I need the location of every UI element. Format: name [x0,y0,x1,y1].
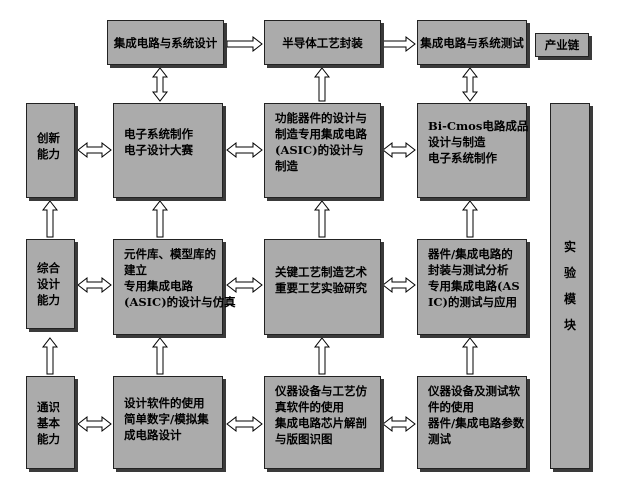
box-line: 专用集成电路 [124,279,193,293]
box-line: 简单数字/模拟集 [124,412,209,426]
arrow-up-row2-row1-ability [41,200,59,238]
comprehensive-ability-box: 综合 设计 能力 [26,239,75,329]
experiment-char: 块 [563,318,576,332]
key-process-box: 关键工艺制造艺术 重要工艺实验研究 [264,239,381,335]
arrow-basic-row3 [77,415,112,433]
box-line: 集成电路芯片解剖 [275,416,367,430]
industry-chain-label: 产业链 [544,38,580,52]
industry-chain-box: 产业链 [535,33,589,57]
box-line: 制造 [275,159,298,173]
experiment-char: 验 [563,266,576,280]
box-line: 器件/集成电路的 [428,247,513,261]
arrow-test-row1 [461,67,479,102]
box-line: Bi-Cmos电路成品 [428,119,529,133]
box-line: 专用集成电路(AS [428,279,520,293]
experiment-char: 实 [563,240,576,254]
arrow-packaging-to-test [382,35,416,53]
arrow-up-row3-row2-col1 [151,337,169,375]
box-line: (ASIC)的设计与 [275,143,364,157]
arrow-up-row3-row2-ability [41,337,59,375]
innovation-ability-box: 创新 能力 [26,103,75,198]
box-line: 器件/集成电路参数 [428,416,525,430]
box-line: 制造专用集成电路 [275,127,367,141]
basic-ability-box: 通识 基本 能力 [26,376,75,469]
innovation-line: 创新 [37,131,60,145]
box-line: 电子设计大赛 [124,143,193,157]
arrow-up-row3-row2-col2 [313,337,331,375]
box-line: 关键工艺制造艺术 [275,265,367,279]
basic-line: 能力 [37,432,60,446]
electronic-system-box: 电子系统制作 电子设计大赛 [113,103,223,198]
box-line: 建立 [124,263,147,277]
box-line: 重要工艺实验研究 [275,281,367,295]
box-line: 与版图识图 [275,432,333,446]
arrow-design-row1 [151,67,169,102]
box-line: IC)的测试与应用 [428,295,517,309]
box-line: 封装与测试分析 [428,263,509,277]
test-software-box: 仪器设备及测试软 件的使用 器件/集成电路参数 测试 [417,376,527,469]
arrow-up-row2-row1-col2 [313,200,331,238]
arrow-row1-col1-col2 [226,141,263,159]
component-library-box: 元件库、模型库的 建立 专用集成电路 (ASIC)的设计与仿真 [113,239,236,335]
box-line: 件的使用 [428,400,474,414]
box-line: 设计与制造 [428,135,486,149]
arrow-up-row3-row2-col3 [461,337,479,375]
basic-line: 基本 [37,416,60,430]
packaging-test-box: 器件/集成电路的 封装与测试分析 专用集成电路(AS IC)的测试与应用 [417,239,527,335]
arrow-row3-col1-col2 [226,415,263,433]
box-line: 测试 [428,432,451,446]
comprehensive-line: 综合 [37,261,60,275]
box-line: 仪器设备及测试软 [428,384,520,398]
box-line: 真软件的使用 [275,400,344,414]
ic-system-design-box: 集成电路与系统设计 [107,20,224,65]
ic-system-design-label: 集成电路与系统设计 [113,35,218,50]
arrow-row3-col2-col3 [382,415,416,433]
box-line: 仪器设备与工艺仿 [275,384,367,398]
semiconductor-packaging-box: 半导体工艺封装 [264,20,381,65]
experiment-module-box: 实 验 模 块 [550,103,590,469]
semiconductor-packaging-label: 半导体工艺封装 [282,35,363,50]
box-line: (ASIC)的设计与仿真 [124,295,236,309]
arrow-comprehensive-row2 [77,276,112,294]
basic-line: 通识 [37,400,60,414]
arrow-design-to-packaging [226,35,263,53]
arrow-row2-col2-col3 [382,276,416,294]
arrow-up-row2-row1-col3 [461,200,479,238]
function-device-box: 功能器件的设计与 制造专用集成电路 (ASIC)的设计与 制造 [264,103,381,198]
comprehensive-line: 能力 [37,293,60,307]
bicmos-box: Bi-Cmos电路成品 设计与制造 电子系统制作 [417,103,529,198]
arrow-innovation-row1 [77,141,112,159]
box-line: 成电路设计 [124,428,182,442]
arrow-row2-col1-col2 [226,276,263,294]
arrow-row1-to-packaging [313,67,331,102]
ic-system-test-box: 集成电路与系统测试 [417,20,527,65]
box-line: 电子系统制作 [428,151,497,165]
arrow-up-row2-row1-col1 [151,200,169,238]
ic-system-test-label: 集成电路与系统测试 [420,35,524,50]
comprehensive-line: 设计 [37,277,60,291]
design-software-box: 设计软件的使用 简单数字/模拟集 成电路设计 [113,376,223,469]
box-line: 功能器件的设计与 [275,111,367,125]
box-line: 元件库、模型库的 [124,247,216,261]
box-line: 设计软件的使用 [124,396,205,410]
innovation-line: 能力 [37,147,60,161]
experiment-char: 模 [563,292,576,306]
arrow-row1-col2-col3 [382,141,416,159]
instrument-simulation-box: 仪器设备与工艺仿 真软件的使用 集成电路芯片解剖 与版图识图 [264,376,381,469]
box-line: 电子系统制作 [124,127,193,141]
